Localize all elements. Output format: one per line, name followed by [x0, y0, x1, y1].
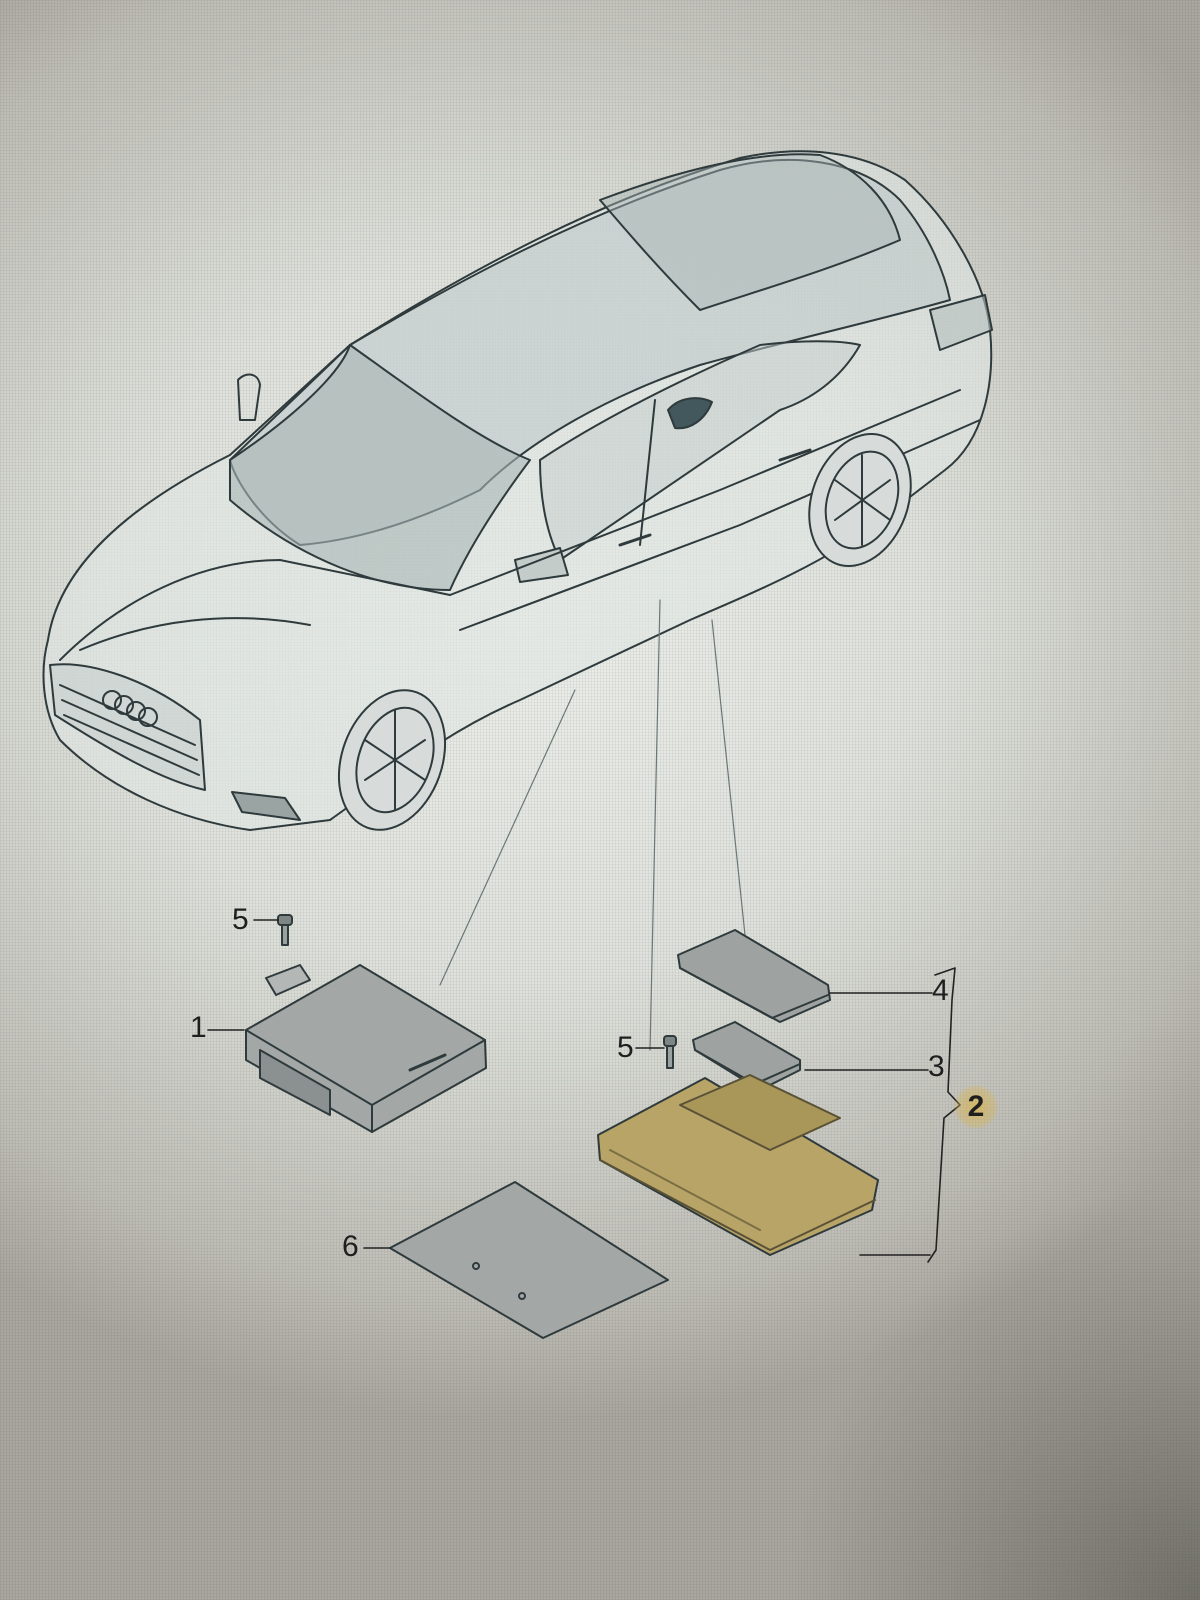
- callout-5-right[interactable]: 5: [617, 1031, 634, 1064]
- location-leader-lines: [439, 599, 746, 1051]
- audi-rings-badge: [102, 690, 158, 727]
- part-5-bolt-right: [663, 1035, 677, 1069]
- car-mirror: [514, 547, 569, 583]
- rear-wheel: [808, 433, 912, 567]
- car-windshield: [229, 344, 531, 591]
- part-2-module-assembly-highlighted: [597, 1074, 879, 1256]
- roof-antenna-module: [667, 397, 713, 430]
- car-side-windows: [539, 340, 861, 561]
- front-wheel: [337, 689, 447, 831]
- car-headlight: [231, 791, 301, 821]
- part-4-large-cover: [677, 929, 831, 1023]
- callout-1[interactable]: 1: [190, 1011, 207, 1044]
- part-1-control-module: [245, 964, 487, 1133]
- car-grille: [49, 663, 206, 791]
- part-5-bolt-left: [277, 914, 293, 946]
- callout-5-left[interactable]: 5: [232, 903, 249, 936]
- callout-2-selected[interactable]: 2: [954, 1085, 998, 1129]
- callout-4[interactable]: 4: [932, 974, 949, 1007]
- vehicle-illustration: [42, 150, 993, 831]
- part-6-mounting-pad: [389, 1181, 669, 1339]
- callout-3[interactable]: 3: [928, 1050, 945, 1083]
- callout-6[interactable]: 6: [342, 1230, 359, 1263]
- car-rear-window: [599, 153, 901, 311]
